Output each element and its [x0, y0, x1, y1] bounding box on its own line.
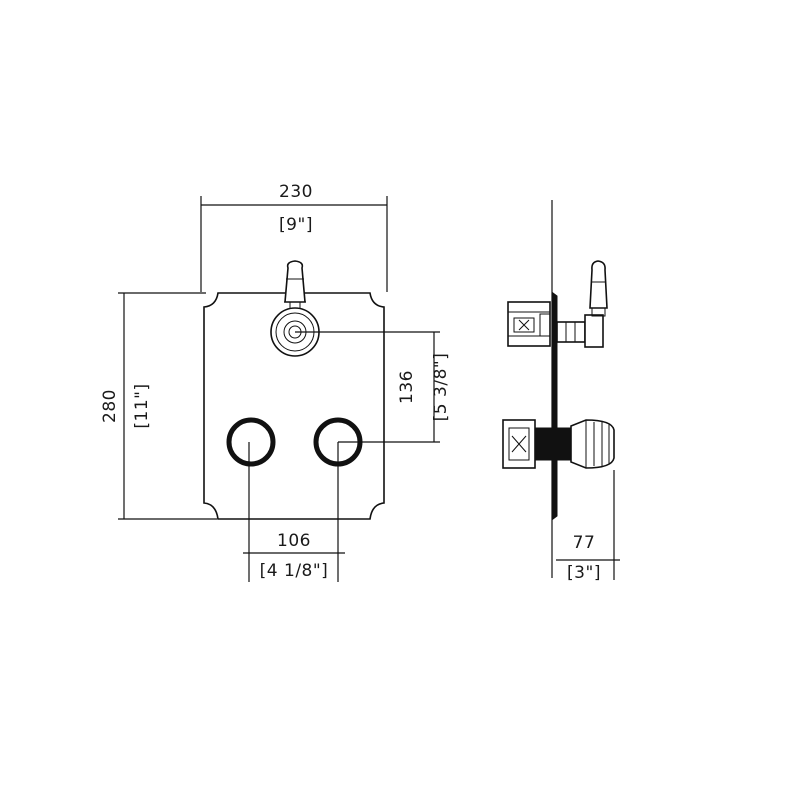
depth-metric-label: 77: [573, 533, 596, 553]
left-control-knob: [226, 417, 276, 467]
dimension-horizontal-spacing: 106 [4 1/8"]: [243, 442, 345, 582]
plate-profile: [552, 292, 558, 520]
vertical-spacing-metric-label: 136: [397, 370, 417, 404]
height-metric-label: 280: [100, 389, 120, 423]
upper-valve-body: [507, 301, 551, 347]
dimension-width: 230 [9"]: [200, 182, 388, 292]
width-imperial-label: [9"]: [279, 215, 313, 235]
horizontal-spacing-imperial-label: [4 1/8"]: [260, 561, 329, 581]
diverter-lever: [284, 260, 306, 314]
horizontal-spacing-metric-label: 106: [277, 531, 311, 551]
dimension-vertical-spacing: 136 [5 3/8"]: [295, 331, 451, 443]
dimension-depth: 77 [3"]: [556, 470, 620, 583]
upper-lever-side: [556, 260, 608, 348]
depth-imperial-label: [3"]: [567, 563, 601, 583]
width-metric-label: 230: [279, 182, 313, 202]
lower-knob-side: [556, 419, 615, 469]
lower-valve-body: [502, 419, 553, 469]
dimension-height: 280 [11"]: [100, 292, 217, 520]
side-view: 77 [3"]: [502, 200, 620, 583]
vertical-spacing-imperial-label: [5 3/8"]: [431, 353, 451, 422]
height-imperial-label: [11"]: [132, 383, 152, 428]
front-view: 230 [9"] 280 [11"] 136 [5 3/8"] 106 [4 1…: [100, 182, 451, 582]
